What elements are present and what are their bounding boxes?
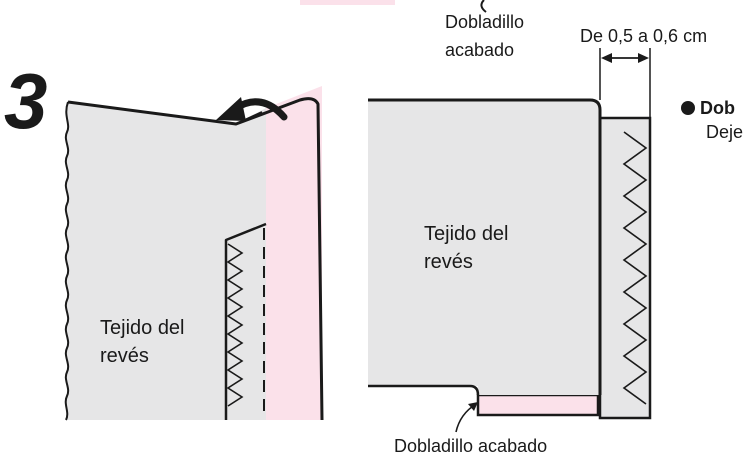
- right-zigzag-stitch: [622, 131, 648, 405]
- left-fold-line: [235, 111, 263, 125]
- measurement-label: De 0,5 a 0,6 cm: [580, 26, 707, 46]
- left-fabric-label-line1: Tejido del: [100, 317, 185, 339]
- right-bottom-pink-strip: [476, 393, 600, 417]
- left-fabric-label-line2: revés: [100, 345, 149, 367]
- left-wavy-edge: [64, 101, 70, 421]
- finished-hem-bottom-label: Dobladillo acabado: [394, 436, 547, 456]
- left-gray-body: [65, 102, 267, 420]
- right-fabric-label-line2: revés: [424, 251, 473, 273]
- left-pink-strip: [266, 86, 322, 420]
- pointer-arrow-head: [468, 402, 478, 411]
- measure-arrow-right-head: [638, 53, 649, 63]
- right-fabric: [368, 98, 652, 420]
- left-zigzag-stitch: [226, 243, 244, 407]
- side-note-bold: Dob: [700, 98, 735, 118]
- fold-arrow-head: [216, 97, 246, 121]
- measure-arrow-left-head: [601, 53, 612, 63]
- right-front-panel: [368, 100, 600, 395]
- bullet-icon: [681, 101, 695, 115]
- previous-step-fragment: [300, 0, 395, 5]
- right-fabric-label-line1: Tejido del: [424, 223, 509, 245]
- left-fabric: [64, 86, 324, 421]
- finished-hem-top-line2: acabado: [445, 40, 514, 60]
- left-flap-outline: [67, 97, 324, 421]
- finished-hem-top-line1: Dobladillo: [445, 12, 524, 32]
- right-front-outline: [368, 98, 602, 395]
- left-inner-edge: [224, 222, 267, 420]
- measurement-indicator: [599, 48, 651, 118]
- step-number: 3: [4, 57, 47, 145]
- side-note-text: Deje: [706, 122, 743, 142]
- previous-step-curl: [480, 0, 487, 13]
- right-bottom-edge: [368, 384, 480, 396]
